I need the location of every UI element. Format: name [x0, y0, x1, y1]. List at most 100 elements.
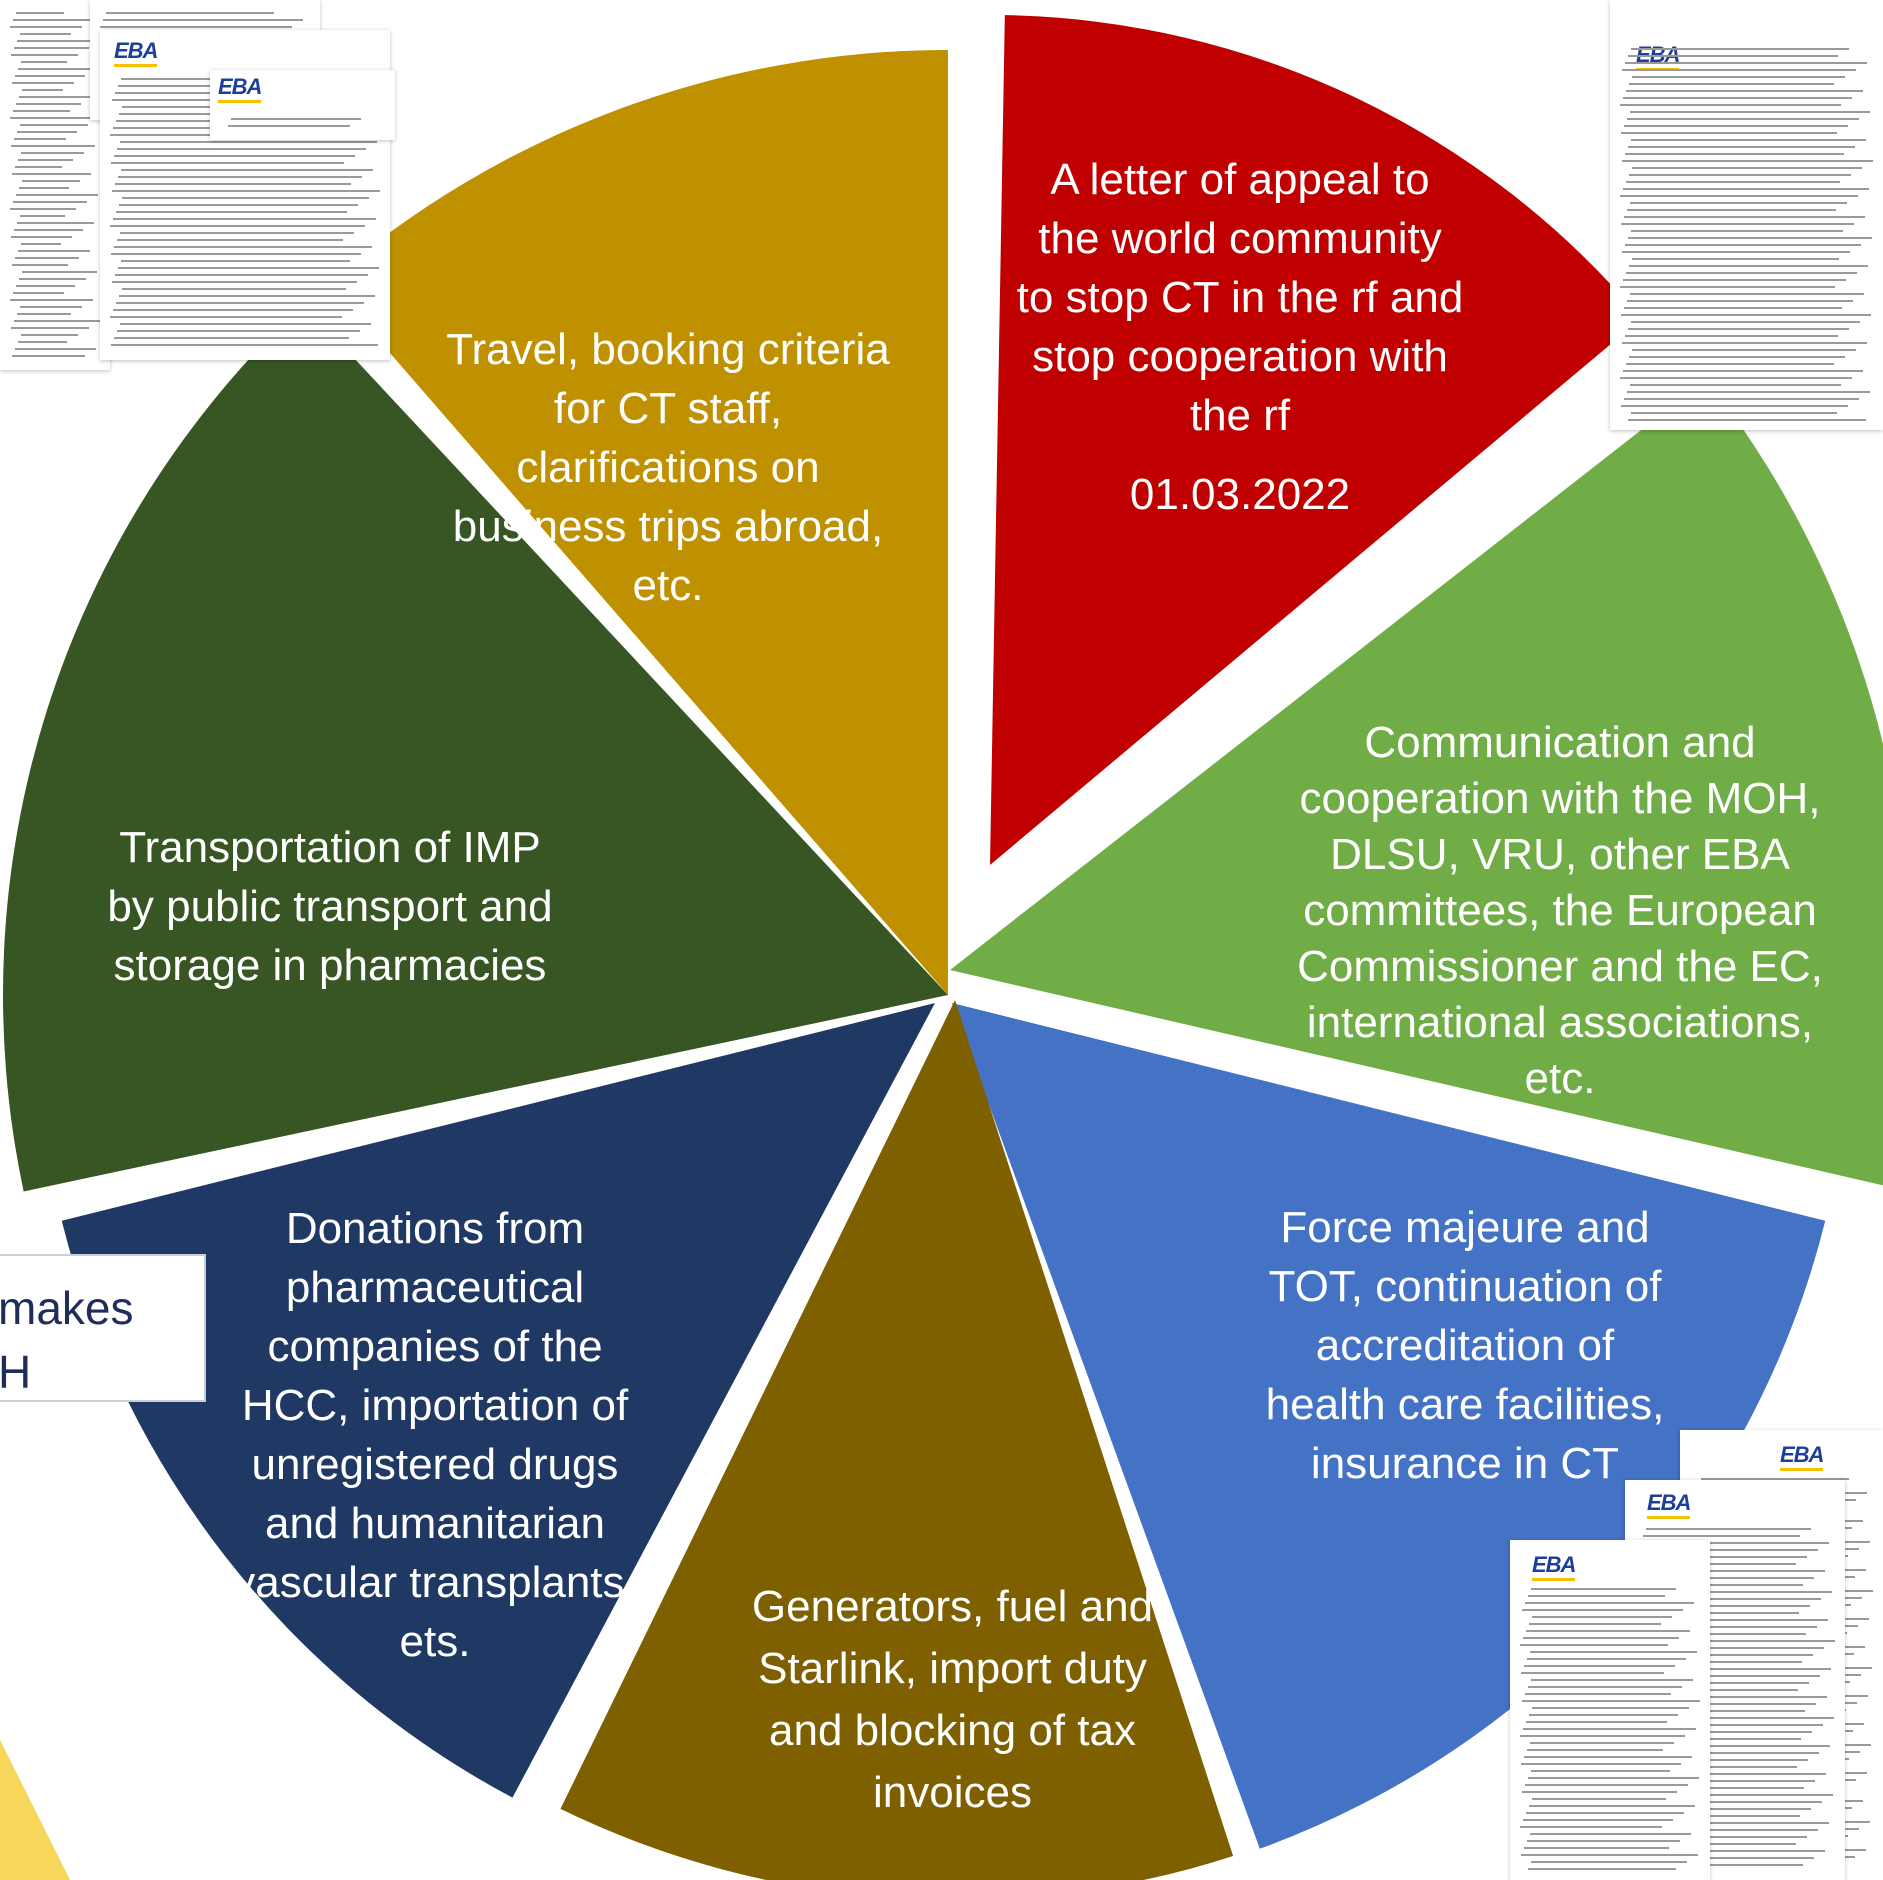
document-text-line	[10, 299, 93, 301]
document-text-line	[1635, 1675, 1820, 1677]
document-text-line	[18, 250, 90, 252]
segment-line: HCC, importation of	[241, 1381, 629, 1430]
document-text-line	[19, 96, 92, 98]
document-text-line	[113, 218, 376, 220]
document-text-line	[1640, 1542, 1829, 1544]
document-text-line	[1640, 1633, 1806, 1635]
document-text-line	[1524, 1665, 1675, 1667]
document-text-line	[1631, 230, 1843, 232]
document-text-line	[1521, 1763, 1681, 1765]
eba-logo: EBA	[1532, 1552, 1576, 1581]
document-text-line	[111, 344, 378, 346]
document-text-line	[1638, 1759, 1808, 1761]
document-text-line	[1620, 104, 1841, 106]
document-text-line	[1644, 1745, 1830, 1747]
document-text-line	[1531, 1588, 1676, 1590]
document-text-line	[17, 40, 100, 42]
document-thumbnail-top-right: EBA	[1610, 0, 1883, 430]
document-text-line	[1521, 1854, 1698, 1856]
segment-generators-text: Generators, fuel and Starlink, import du…	[710, 1576, 1195, 1824]
document-text-line	[1629, 174, 1851, 176]
document-text-line	[1641, 1661, 1802, 1663]
document-text-line	[1630, 111, 1870, 113]
document-text-line	[1621, 405, 1848, 407]
document-text-line	[122, 197, 369, 199]
wedge-travel	[328, 50, 948, 995]
document-text-line	[228, 125, 350, 127]
segment-line: Starlink, import duty	[758, 1644, 1147, 1693]
document-text-line	[1637, 1822, 1829, 1824]
document-text-line	[1523, 1728, 1696, 1730]
wedge-transportation	[3, 303, 949, 1192]
document-text-line	[1529, 1805, 1695, 1807]
segment-appeal-text: A letter of appeal to the world communit…	[990, 150, 1490, 524]
document-text-line	[16, 103, 81, 105]
document-text-line	[18, 68, 96, 70]
document-text-line	[1524, 1756, 1692, 1758]
document-text-line	[1622, 69, 1856, 71]
document-text-line	[1641, 1843, 1796, 1845]
document-text-line	[121, 260, 350, 262]
document-text-line	[1532, 1707, 1689, 1709]
document-text-line	[13, 19, 93, 21]
document-text-line	[1528, 1868, 1676, 1870]
document-text-line	[111, 162, 344, 164]
document-text-line	[1532, 1616, 1672, 1618]
callout-box: makes H	[0, 1254, 206, 1402]
document-text-line	[1641, 1752, 1819, 1754]
document-text-line	[19, 187, 69, 189]
document-text-line	[1638, 1577, 1814, 1579]
segment-line: clarifications on	[516, 443, 820, 492]
document-thumbnail-top-left-1	[0, 0, 110, 370]
document-text-line	[1531, 1770, 1670, 1772]
document-text-line	[1636, 1794, 1833, 1796]
eba-logo: EBA	[218, 74, 262, 103]
document-text-line	[14, 229, 83, 231]
document-text-line	[1525, 1784, 1688, 1786]
document-text-line	[12, 355, 85, 357]
document-text-line	[1530, 1833, 1691, 1835]
document-text-line	[21, 334, 78, 336]
document-text-line	[119, 204, 358, 206]
document-text-line	[1625, 335, 1838, 337]
document-text-line	[1644, 1563, 1796, 1565]
document-text-line	[1624, 216, 1865, 218]
document-text-line	[10, 117, 99, 119]
segment-travel-text: Travel, booking criteria for CT staff, c…	[408, 320, 928, 615]
document-text-line	[1520, 1826, 1662, 1828]
document-text-line	[13, 110, 70, 112]
document-text-line	[1643, 1535, 1800, 1537]
segment-force-majeure-text: Force majeure and TOT, continuation of a…	[1215, 1198, 1715, 1493]
document-text-line	[1525, 1602, 1694, 1604]
document-text-line	[1631, 48, 1849, 50]
document-text-line	[1527, 1749, 1663, 1751]
segment-line: to stop CT in the rf and	[1016, 273, 1464, 322]
document-text-line	[16, 12, 64, 14]
document-text-line	[1625, 62, 1867, 64]
document-text-line	[1644, 1654, 1813, 1656]
document-text-line	[1639, 1696, 1827, 1698]
document-text-line	[122, 288, 346, 290]
document-text-line	[1629, 356, 1845, 358]
document-text-line	[1646, 1710, 1805, 1712]
document-text-line	[1645, 1773, 1826, 1775]
document-text-line	[1628, 146, 1855, 148]
document-text-line	[120, 323, 371, 325]
segment-line: pharmaceutical	[285, 1263, 585, 1312]
document-text-line	[1620, 286, 1835, 288]
document-text-line	[1520, 1735, 1685, 1737]
document-text-line	[1624, 398, 1859, 400]
document-text-line	[120, 141, 377, 143]
document-text-line	[1628, 419, 1866, 421]
document-text-line	[1641, 1570, 1825, 1572]
segment-line: Donations from	[285, 1204, 585, 1253]
document-text-line	[114, 246, 372, 248]
document-text-line	[21, 243, 61, 245]
document-text-line	[1630, 384, 1841, 386]
document-text-line	[1636, 1703, 1816, 1705]
document-text-line	[1522, 1791, 1677, 1793]
document-text-line	[1623, 370, 1863, 372]
document-text-line	[1524, 1847, 1669, 1849]
document-text-line	[18, 341, 67, 343]
document-text-line	[14, 320, 100, 322]
